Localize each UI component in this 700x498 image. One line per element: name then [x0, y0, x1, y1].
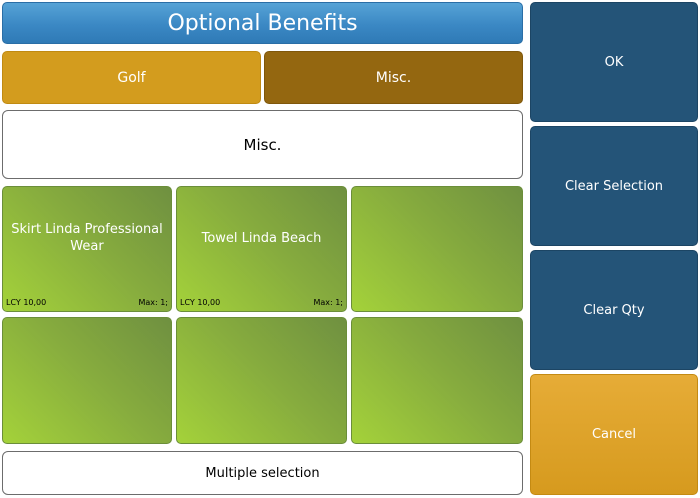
- benefit-tile-empty[interactable]: [176, 317, 347, 444]
- benefit-tile-empty[interactable]: [351, 317, 523, 444]
- tile-price: LCY 10,00: [6, 298, 47, 307]
- tab-golf[interactable]: Golf: [2, 51, 261, 104]
- selection-mode-label: Multiple selection: [2, 451, 523, 495]
- tile-max: Max: 1;: [138, 298, 168, 307]
- tile-name: Skirt Linda Professional Wear: [11, 222, 163, 254]
- page-title: Optional Benefits: [2, 2, 523, 44]
- tile-name: Towel Linda Beach: [201, 230, 322, 246]
- tile-max: Max: 1;: [313, 298, 343, 307]
- benefit-tile-towel[interactable]: Towel Linda Beach LCY 10,00 Max: 1;: [176, 186, 347, 312]
- benefit-tile-skirt[interactable]: Skirt Linda Professional Wear LCY 10,00 …: [2, 186, 172, 312]
- benefit-tile-empty[interactable]: [351, 186, 523, 312]
- clear-selection-button[interactable]: Clear Selection: [530, 126, 698, 246]
- category-header: Misc.: [2, 110, 523, 179]
- ok-button[interactable]: OK: [530, 2, 698, 122]
- clear-qty-button[interactable]: Clear Qty: [530, 250, 698, 370]
- benefit-tile-empty[interactable]: [2, 317, 172, 444]
- tile-price: LCY 10,00: [180, 298, 221, 307]
- cancel-button[interactable]: Cancel: [530, 374, 698, 495]
- tab-misc[interactable]: Misc.: [264, 51, 523, 104]
